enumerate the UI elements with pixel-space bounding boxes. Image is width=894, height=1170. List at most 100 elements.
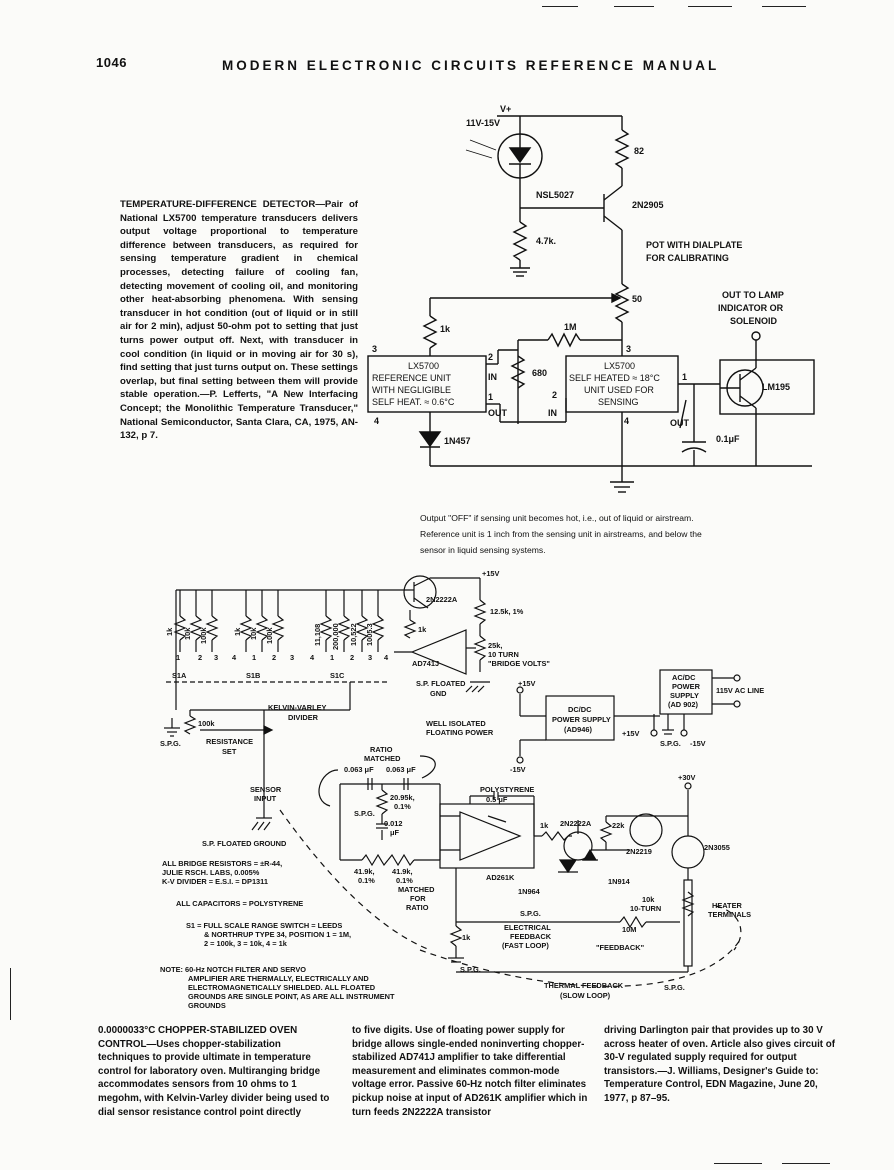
c2-pos-b-1: 1 bbox=[252, 653, 256, 662]
c2-c012: 0.012 bbox=[384, 819, 403, 828]
oven-control-schematic: +15V 2N2222A 12.5k, 1% 1k 25k, 10 TURN "… bbox=[160, 569, 764, 1010]
c2-dcdc-2: POWER SUPPLY bbox=[552, 715, 611, 724]
out-note-1: OUT TO LAMP bbox=[722, 290, 784, 300]
c2-feedback: "FEEDBACK" bbox=[596, 943, 645, 952]
circuit1-note-2: Reference unit is 1 inch from the sensin… bbox=[420, 529, 702, 539]
c2-d1: 1N964 bbox=[518, 887, 541, 896]
c2-spfloated: S.P. FLOATED bbox=[416, 679, 466, 688]
c2-spg-notch: S.P.G. bbox=[354, 809, 375, 818]
c2-poly-1: POLYSTYRENE bbox=[480, 785, 534, 794]
c2-poly-2: 0.5 μF bbox=[486, 795, 508, 804]
out-note-3: SOLENOID bbox=[730, 316, 778, 326]
c2-kelvin-2: DIVIDER bbox=[288, 713, 319, 722]
c2-pos-a-3: 3 bbox=[214, 653, 218, 662]
c2-elec-fb-1: ELECTRICAL bbox=[504, 923, 551, 932]
c2-pos-c-2: 2 bbox=[350, 653, 354, 662]
c2-pot25k-1: 25k, bbox=[488, 641, 502, 650]
r47k-label: 4.7k. bbox=[536, 236, 556, 246]
bottom-rule-1 bbox=[714, 1163, 762, 1164]
article-temperature-difference-detector: TEMPERATURE-DIFFERENCE DETECTOR—Pair of … bbox=[120, 198, 358, 443]
article2-column-3: driving Darlington pair that provides up… bbox=[604, 1025, 836, 1104]
c2-bank1-0: 1k bbox=[165, 627, 174, 636]
sense-pin-in: IN bbox=[548, 408, 557, 418]
c2-spg-e: S.P.G. bbox=[664, 983, 685, 992]
c2-matched-2: FOR bbox=[410, 894, 426, 903]
c2-dcdc-1: DC/DC bbox=[568, 705, 592, 714]
c2-sensor-2: INPUT bbox=[254, 794, 277, 803]
c2-pos-a-1: 1 bbox=[176, 653, 180, 662]
c2-ac-line: 115V AC LINE bbox=[716, 686, 764, 695]
c2-pos-a-4: 4 bbox=[232, 653, 237, 662]
c2-plus15v: +15V bbox=[482, 569, 500, 578]
c2-r01a: 0.1% bbox=[394, 802, 411, 811]
c2-r1k-c: 1k bbox=[462, 933, 471, 942]
c2-ratio-1: RATIO bbox=[370, 745, 393, 754]
c2-note-4: GROUNDS ARE SINGLE POINT, AS ARE ALL INS… bbox=[188, 992, 395, 1001]
cap-label: 0.1μF bbox=[716, 434, 740, 444]
sense-line3: UNIT USED FOR bbox=[584, 385, 654, 395]
c2-bank3-0: 11,108 bbox=[313, 624, 322, 646]
r680-label: 680 bbox=[532, 368, 547, 378]
c2-matched-1: MATCHED bbox=[398, 885, 435, 894]
ref-pin-out: OUT bbox=[488, 408, 508, 418]
sense-pin2: 2 bbox=[552, 390, 557, 400]
c2-heater-2: TERMINALS bbox=[708, 910, 751, 919]
article2-col1-body: —Uses chopper-stabilization techniques t… bbox=[98, 1038, 330, 1118]
c2-ad261k: AD261K bbox=[486, 873, 515, 882]
c2-opamp: AD741J bbox=[412, 659, 439, 668]
sense-pin3: 3 bbox=[626, 344, 631, 354]
article2-column-1: 0.0000033°C CHOPPER-STABILIZED OVEN CONT… bbox=[98, 1024, 330, 1119]
c2-plus15v-c: +15V bbox=[622, 729, 640, 738]
c2-s1b: S1B bbox=[246, 671, 260, 680]
article-title: TEMPERATURE-DIFFERENCE DETECTOR bbox=[120, 199, 316, 210]
margin-mark bbox=[10, 968, 11, 1020]
pot-note-2: FOR CALIBRATING bbox=[646, 253, 729, 263]
top-rule-1 bbox=[542, 6, 578, 7]
c2-pos-b-3: 3 bbox=[290, 653, 294, 662]
c2-kelvin-1: KELVIN-VARLEY bbox=[268, 703, 327, 712]
supply-label: V+ bbox=[500, 104, 511, 114]
c2-pos-b-4: 4 bbox=[310, 653, 315, 662]
c2-gnd: GND bbox=[430, 689, 447, 698]
c2-note-5: GROUNDS bbox=[188, 1001, 226, 1010]
out-note-2: INDICATOR OR bbox=[718, 303, 784, 313]
c2-spg-b: S.P.G. bbox=[660, 739, 681, 748]
c2-well-1: WELL ISOLATED bbox=[426, 719, 486, 728]
pot-note-1: POT WITH DIALPLATE bbox=[646, 240, 742, 250]
c2-caps-note: ALL CAPACITORS = POLYSTYRENE bbox=[176, 899, 303, 908]
c2-minus15v: -15V bbox=[510, 765, 526, 774]
ref-line4: SELF HEAT. ≈ 0.6°C bbox=[372, 397, 455, 407]
ref-pin-in: IN bbox=[488, 372, 497, 382]
c2-bridge-note-2: JULIE RSCH. LABS, 0.005% bbox=[162, 868, 260, 877]
c2-s1-note-1: S1 = FULL SCALE RANGE SWITCH = LEEDS bbox=[186, 921, 342, 930]
ref-pin2: 2 bbox=[488, 352, 493, 362]
circuit1-notes: Output "OFF" if sensing unit becomes hot… bbox=[420, 510, 820, 558]
c2-well-2: FLOATING POWER bbox=[426, 728, 494, 737]
c2-note-1: NOTE: 60-Hz NOTCH FILTER AND SERVO bbox=[160, 965, 306, 974]
diode-label: 1N457 bbox=[444, 436, 471, 446]
c2-s1-note-3: 2 = 100k, 3 = 10k, 4 = 1k bbox=[204, 939, 288, 948]
c2-q4: 2N3055 bbox=[704, 843, 730, 852]
c2-pos-c-1: 1 bbox=[330, 653, 334, 662]
sense-pin4: 4 bbox=[624, 416, 629, 426]
c2-pos-c-4: 4 bbox=[384, 653, 389, 662]
r82-label: 82 bbox=[634, 146, 644, 156]
c2-pos-c-3: 3 bbox=[368, 653, 372, 662]
ref-line3: WITH NEGLIGIBLE bbox=[372, 385, 451, 395]
transistor-label: 2N2905 bbox=[632, 200, 664, 210]
c2-sensor-1: SENSOR bbox=[250, 785, 282, 794]
article2-column-2: to five digits. Use of floating power su… bbox=[352, 1025, 588, 1118]
c2-p01a: 0.1% bbox=[358, 876, 375, 885]
top-rule-3 bbox=[688, 6, 732, 7]
c2-note-2: AMPLIFIER ARE THERMALLY, ELECTRICALLY AN… bbox=[188, 974, 369, 983]
c2-acdc-1: AC/DC bbox=[672, 673, 696, 682]
page-number: 1046 bbox=[96, 55, 127, 70]
circuit1-note-3: sensor in liquid sensing systems. bbox=[420, 545, 546, 555]
c2-bank2-1: 10k bbox=[249, 627, 258, 640]
c2-bank3-3: 1005.3 bbox=[365, 623, 374, 646]
c2-spg: S.P.G. bbox=[160, 739, 181, 748]
sense-line2: SELF HEATED ≈ 18°C bbox=[569, 373, 660, 383]
c2-c063b: 0.063 μF bbox=[386, 765, 416, 774]
c2-r100k: 100k bbox=[198, 719, 215, 728]
c2-bank1-2: 100k bbox=[199, 627, 208, 644]
